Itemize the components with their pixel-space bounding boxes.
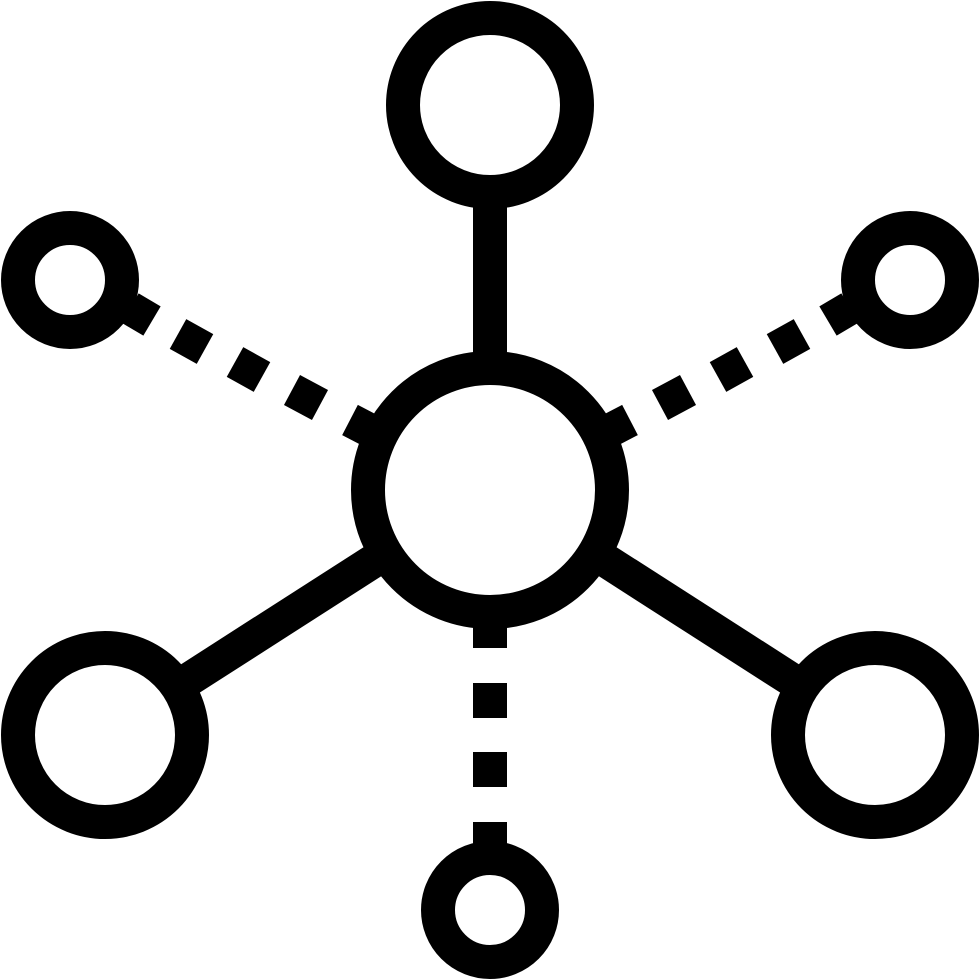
top-left-dashed-connector [121, 293, 383, 449]
bottom-node [421, 841, 559, 979]
central-node [351, 351, 629, 629]
bottom-left-node [1, 631, 209, 839]
bottom-right-connector [595, 545, 802, 695]
top-right-node [841, 211, 979, 349]
bottom-right-node [771, 631, 979, 839]
top-node [386, 1, 594, 209]
top-left-node [1, 211, 139, 349]
top-right-dashed-connector [597, 293, 859, 449]
bottom-left-connector [178, 545, 385, 695]
